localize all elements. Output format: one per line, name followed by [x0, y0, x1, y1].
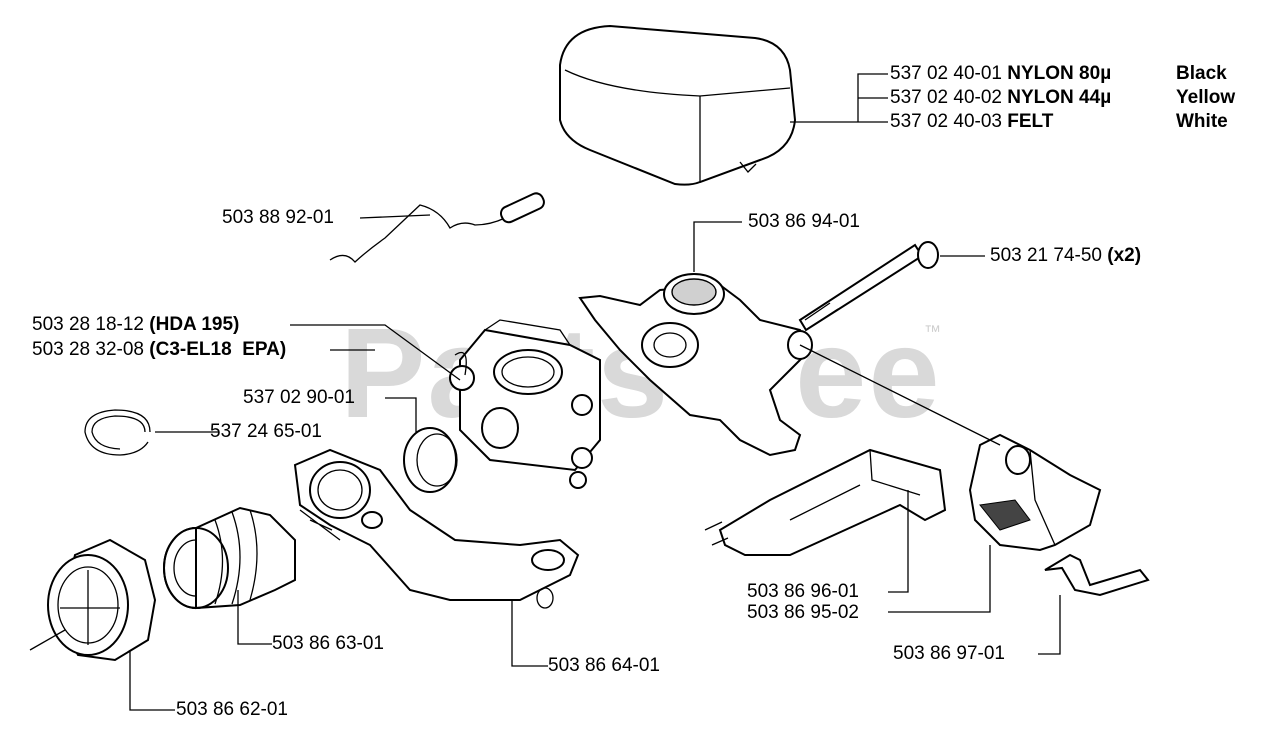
label-carburetor-c3: 503 28 32-08 (C3-EL18 EPA)	[32, 339, 286, 361]
choke-wire-drawing	[329, 192, 545, 263]
trademark-symbol: ™	[924, 322, 941, 341]
label-filter-black: 537 02 40-01 NYLON 80µ Black	[890, 63, 1227, 85]
label-circlip: 537 24 65-01	[210, 421, 322, 442]
mounting-bracket-drawing	[968, 433, 1102, 552]
label-intake-holder: 503 86 94-01	[748, 211, 860, 232]
material: FELT	[1007, 111, 1054, 132]
bolt-drawing	[798, 241, 939, 332]
circlip-drawing	[84, 409, 151, 456]
label-filter-yellow: 537 02 40-02 NYLON 44µ Yellow	[890, 87, 1235, 109]
part-number: 537 02 40-01	[890, 63, 1002, 84]
label-mounting-bracket: 503 86 95-02	[747, 602, 859, 623]
label-sealing-ring: 537 02 90-01	[243, 387, 355, 408]
material: NYLON 80µ	[1007, 63, 1112, 84]
label-filter-white: 537 02 40-03 FELT White	[890, 111, 1228, 133]
part-number: 503 28 18-12	[32, 314, 144, 335]
label-spring-clip: 503 86 97-01	[893, 643, 1005, 664]
label-intake-boot: 503 86 63-01	[272, 633, 384, 654]
color: White	[1176, 111, 1228, 132]
part-number: 537 02 40-02	[890, 87, 1002, 108]
intake-flange-drawing	[29, 538, 157, 662]
label-throttle-lever: 503 86 96-01	[747, 581, 859, 602]
model-note: (C3-EL18 EPA)	[149, 339, 287, 360]
leader-lines	[129, 73, 1061, 711]
label-carburetor-hda: 503 28 18-12 (HDA 195)	[32, 314, 239, 336]
color: Black	[1176, 63, 1227, 84]
part-number: 537 02 40-03	[890, 111, 1002, 132]
intake-holder-drawing	[578, 273, 813, 457]
color: Yellow	[1176, 87, 1236, 108]
spring-clip-drawing	[1044, 553, 1150, 597]
throttle-lever-drawing	[704, 448, 947, 556]
material: NYLON 44µ	[1007, 87, 1112, 108]
model-note: (HDA 195)	[149, 314, 240, 335]
quantity: (x2)	[1107, 245, 1142, 266]
part-number: 503 28 32-08	[32, 339, 144, 360]
adapter-plate-drawing	[293, 448, 580, 609]
part-number: 503 21 74-50	[990, 245, 1102, 266]
carburetor-drawing	[449, 319, 601, 489]
label-bolt: 503 21 74-50 (x2)	[990, 245, 1141, 267]
label-choke-wire: 503 88 92-01	[222, 207, 334, 228]
label-adapter-plate: 503 86 64-01	[548, 655, 660, 676]
label-intake-flange: 503 86 62-01	[176, 699, 288, 720]
sealing-ring-drawing	[403, 427, 458, 493]
air-filter-drawing	[559, 24, 797, 186]
intake-boot-drawing	[163, 506, 296, 610]
